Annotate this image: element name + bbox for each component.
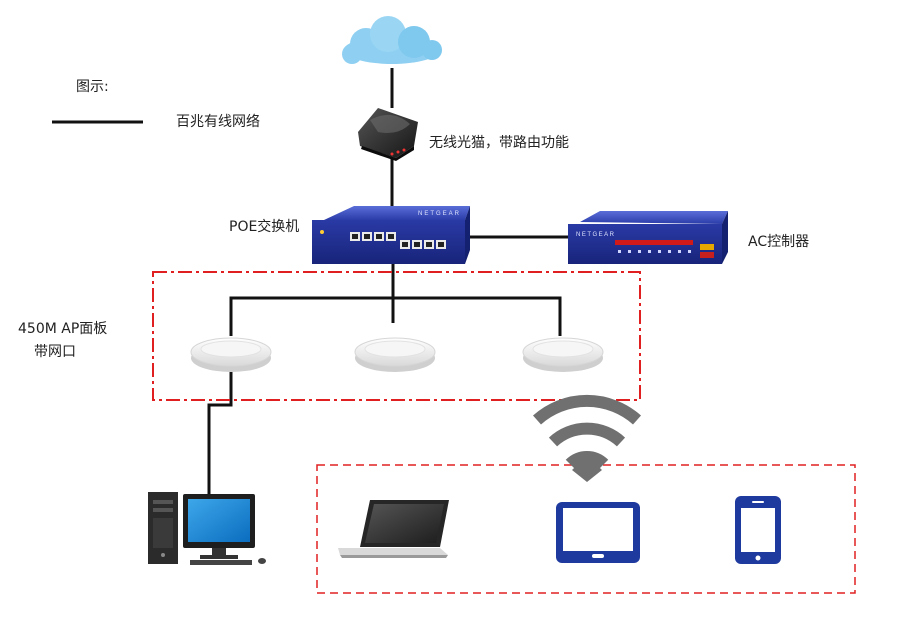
laptop-icon bbox=[338, 500, 449, 558]
ap-icon bbox=[522, 337, 604, 372]
wifi-icon bbox=[533, 394, 641, 469]
wifi-dot bbox=[572, 456, 602, 482]
modem-label: 无线光猫，带路由功能 bbox=[429, 135, 569, 151]
wired-links bbox=[207, 68, 568, 500]
switch-brand: NETGEAR bbox=[418, 211, 461, 217]
controller-icon: NETGEAR bbox=[568, 211, 728, 264]
switch-label: POE交换机 bbox=[229, 219, 300, 235]
wireless-client-group-border bbox=[316, 464, 856, 594]
legend-title: 图示: bbox=[76, 79, 109, 95]
ap-label-line1: 450M AP面板 bbox=[18, 321, 108, 337]
ap-icon bbox=[354, 337, 436, 372]
controller-label: AC控制器 bbox=[748, 234, 810, 250]
ap-label-line2: 带网口 bbox=[34, 344, 76, 360]
desktop-icon bbox=[148, 492, 266, 565]
controller-brand: NETGEAR bbox=[576, 232, 616, 238]
modem-icon bbox=[358, 108, 418, 161]
ap-icon bbox=[190, 337, 272, 372]
phone-icon bbox=[735, 496, 781, 564]
tablet-icon bbox=[556, 502, 640, 563]
cloud-icon bbox=[342, 16, 442, 64]
ap-group-border bbox=[152, 271, 641, 401]
legend-wired-label: 百兆有线网络 bbox=[176, 114, 260, 130]
switch-icon: NETGEAR bbox=[312, 206, 470, 264]
